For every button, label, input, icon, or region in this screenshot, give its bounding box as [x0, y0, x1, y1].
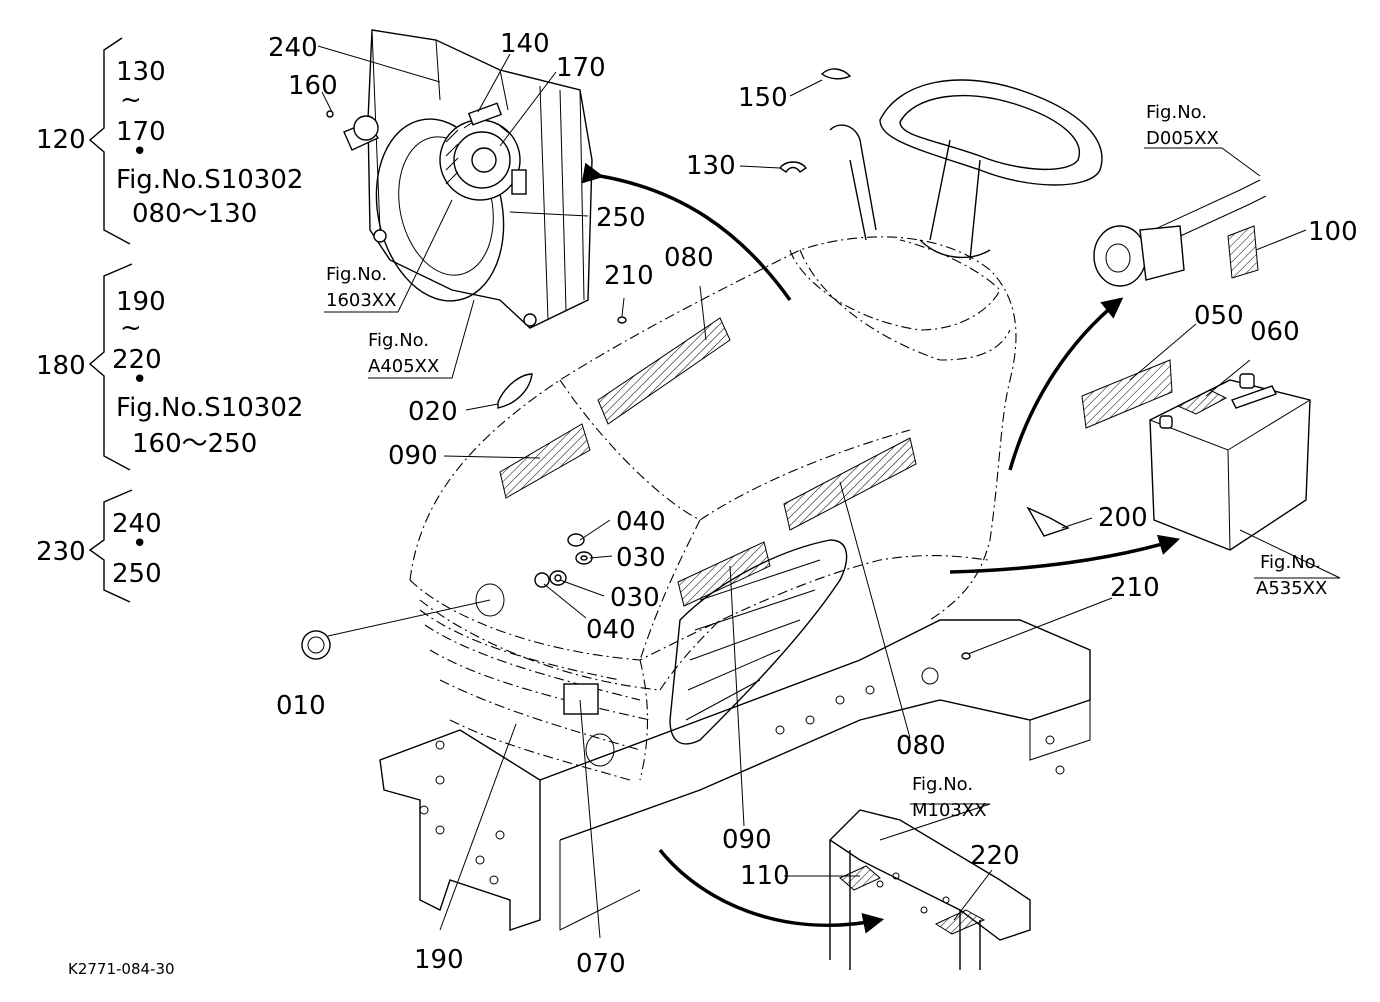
- group-180-line: 190: [116, 287, 166, 317]
- callout-190: 190: [414, 945, 464, 975]
- callout-170: 170: [556, 53, 606, 83]
- callout-030-lower: 030: [610, 583, 660, 613]
- callout-030-upper: 030: [616, 543, 666, 573]
- key-switch-assembly: [1093, 179, 1267, 287]
- group-230-bracket: [88, 489, 133, 603]
- decal-100: [1227, 225, 1259, 279]
- callout-140: 140: [500, 29, 550, 59]
- group-120-line: 170: [116, 117, 166, 147]
- group-180-bracket: [88, 263, 133, 471]
- callout-010: 010: [276, 691, 326, 721]
- decal-090-upper: [499, 423, 591, 499]
- frame-detail: [828, 809, 1031, 970]
- decal-080-side: [783, 437, 917, 531]
- decal-090-side: [677, 541, 771, 607]
- callout-110: 110: [740, 861, 790, 891]
- fig-ref-label: Fig.No.: [912, 774, 973, 795]
- group-180-line: Fig.No.S10302: [116, 393, 303, 423]
- callout-090-upper: 090: [388, 441, 438, 471]
- group-230: 230 240 • 250: [36, 489, 162, 603]
- callout-050: 050: [1194, 301, 1244, 331]
- callout-080-upper: 080: [664, 243, 714, 273]
- group-120-line: Fig.No.S10302: [116, 165, 303, 195]
- callout-labels: 240 140 170 160 250 150 130 100 210 080 …: [268, 29, 1358, 979]
- fig-ref-label: Fig.No.: [1260, 552, 1321, 573]
- decal-220: [934, 909, 986, 935]
- diagram-code: K2771-084-30: [68, 960, 175, 978]
- group-120-line: •: [132, 137, 147, 167]
- callout-040-upper: 040: [616, 507, 666, 537]
- callout-060: 060: [1250, 317, 1300, 347]
- fig-ref-label: Fig.No.: [368, 330, 429, 351]
- callout-210-upper: 210: [604, 261, 654, 291]
- fan-shroud-assembly: [326, 29, 593, 329]
- group-180-line: •: [132, 365, 147, 395]
- decal-080-upper: [597, 317, 731, 425]
- callout-150: 150: [738, 83, 788, 113]
- fig-ref-number: 1603XX: [326, 290, 396, 311]
- group-230-line: 240: [112, 509, 162, 539]
- group-120-line: ~: [120, 85, 142, 115]
- callout-250: 250: [596, 203, 646, 233]
- group-180-line: 160～250: [132, 429, 257, 459]
- callout-200: 200: [1098, 503, 1148, 533]
- tractor-hood: [379, 79, 1103, 931]
- group-230-line: •: [132, 529, 147, 559]
- group-180: 180 190 ~ 220 • Fig.No.S10302 160～250: [36, 263, 303, 471]
- group-120-line: 130: [116, 57, 166, 87]
- small-parts: [301, 68, 1070, 715]
- fig-ref-number: D005XX: [1146, 128, 1219, 149]
- group-120-bracket: [88, 37, 131, 245]
- fig-ref-label: Fig.No.: [326, 264, 387, 285]
- group-230-id: 230: [36, 537, 86, 567]
- group-120-id: 120: [36, 125, 86, 155]
- group-180-line: 220: [112, 345, 162, 375]
- callout-210-lower: 210: [1110, 573, 1160, 603]
- group-180-id: 180: [36, 351, 86, 381]
- group-230-line: 250: [112, 559, 162, 589]
- group-120: 120 130 ~ 170 • Fig.No.S10302 080～130: [36, 37, 303, 245]
- callout-040-lower: 040: [586, 615, 636, 645]
- decal-110: [839, 865, 881, 891]
- group-180-line: ~: [120, 313, 142, 343]
- callout-090-lower: 090: [722, 825, 772, 855]
- callout-130: 130: [686, 151, 736, 181]
- callout-160: 160: [288, 71, 338, 101]
- callout-240: 240: [268, 33, 318, 63]
- leader-lines: [317, 45, 1341, 939]
- fig-ref-number: A535XX: [1256, 578, 1327, 599]
- fig-ref-number: M103XX: [912, 800, 987, 821]
- group-120-line: 080～130: [132, 199, 257, 229]
- decal-050: [1081, 359, 1173, 429]
- callout-080-lower: 080: [896, 731, 946, 761]
- assembly-arrows: [581, 162, 1181, 934]
- fig-ref-label: Fig.No.: [1146, 102, 1207, 123]
- battery-assembly: [1081, 359, 1311, 551]
- callout-070: 070: [576, 949, 626, 979]
- fig-ref-number: A405XX: [368, 356, 439, 377]
- callout-220: 220: [970, 841, 1020, 871]
- callout-100: 100: [1308, 217, 1358, 247]
- callout-020: 020: [408, 397, 458, 427]
- figure-references: Fig.No. 1603XX Fig.No. A405XX Fig.No. D0…: [326, 102, 1327, 821]
